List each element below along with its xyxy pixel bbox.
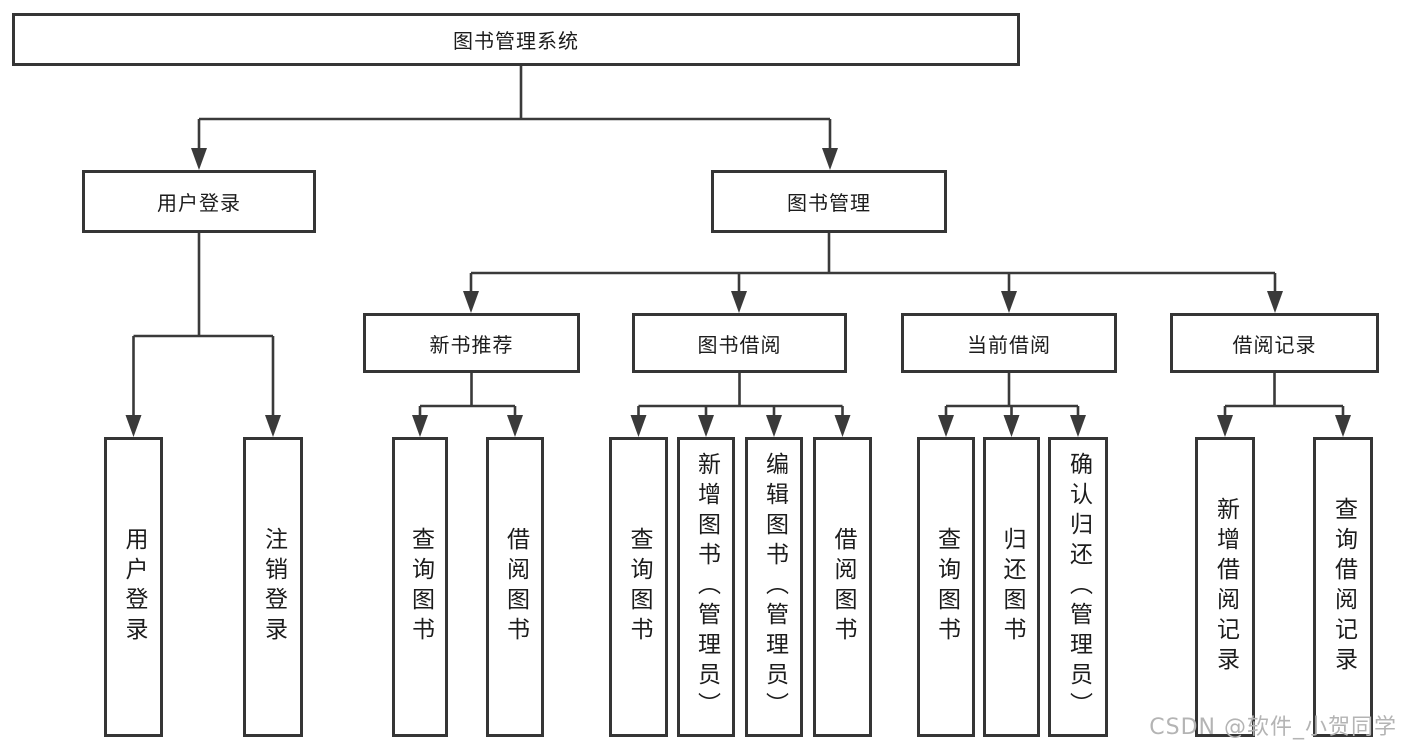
node-label: 新书推荐 <box>429 332 514 357</box>
node-new-book-recommend: 新书推荐 <box>363 313 580 373</box>
node-user-login-leaf: 用户登录 <box>104 437 163 737</box>
node-label: 图书管理 <box>787 191 871 215</box>
connector-mgmt-to-level3 <box>469 233 1277 309</box>
node-label: 注销登录 <box>260 527 287 647</box>
connector-root-to-level2 <box>197 66 832 166</box>
node-label: 图书借阅 <box>697 332 782 357</box>
node-borrow-books-1: 借阅图书 <box>486 437 544 737</box>
node-borrow-books-2: 借阅图书 <box>813 437 872 737</box>
node-query-books-3: 查询图书 <box>917 437 975 737</box>
arrowheads <box>125 148 1351 437</box>
node-label: 借阅图书 <box>502 527 529 647</box>
node-label: 当前借阅 <box>967 332 1051 357</box>
node-root: 图书管理系统 <box>12 13 1020 66</box>
connector-newrec-to-leaves <box>418 373 517 432</box>
node-query-books-1: 查询图书 <box>392 437 448 737</box>
node-borrowing-records: 借阅记录 <box>1170 313 1379 373</box>
node-query-borrow-record: 查询借阅记录 <box>1313 437 1373 737</box>
node-add-books-admin: 新增图书（管理员） <box>677 437 735 737</box>
node-return-books: 归还图书 <box>983 437 1040 737</box>
node-label: 新增借阅记录 <box>1212 497 1239 677</box>
connector-records-to-leaves <box>1223 373 1345 432</box>
connector-borrow-to-leaves <box>637 373 844 432</box>
node-label: 查询图书 <box>407 527 434 647</box>
node-current-borrowing: 当前借阅 <box>901 313 1117 373</box>
node-label: 查询图书 <box>933 527 960 647</box>
connector-login-to-leaves <box>132 233 275 432</box>
node-label: 用户登录 <box>121 527 147 647</box>
node-label: 编辑图书（管理员） <box>761 452 788 722</box>
node-edit-books-admin: 编辑图书（管理员） <box>745 437 803 737</box>
node-add-borrow-record: 新增借阅记录 <box>1195 437 1255 737</box>
node-label: 查询借阅记录 <box>1330 497 1357 677</box>
node-label: 归还图书 <box>999 527 1025 647</box>
node-logout: 注销登录 <box>243 437 303 737</box>
node-label: 查询图书 <box>626 527 652 647</box>
node-root-label: 图书管理系统 <box>453 29 579 53</box>
node-confirm-return-admin: 确认归还（管理员） <box>1048 437 1108 737</box>
node-query-books-2: 查询图书 <box>609 437 668 737</box>
node-label: 借阅记录 <box>1232 332 1317 357</box>
node-label: 确认归还（管理员） <box>1065 452 1092 722</box>
node-user-login: 用户登录 <box>82 170 316 233</box>
node-label: 借阅图书 <box>830 527 856 647</box>
node-book-borrowing: 图书借阅 <box>632 313 847 373</box>
node-label: 用户登录 <box>157 191 241 215</box>
node-book-management: 图书管理 <box>711 170 947 233</box>
node-label: 新增图书（管理员） <box>693 452 720 722</box>
